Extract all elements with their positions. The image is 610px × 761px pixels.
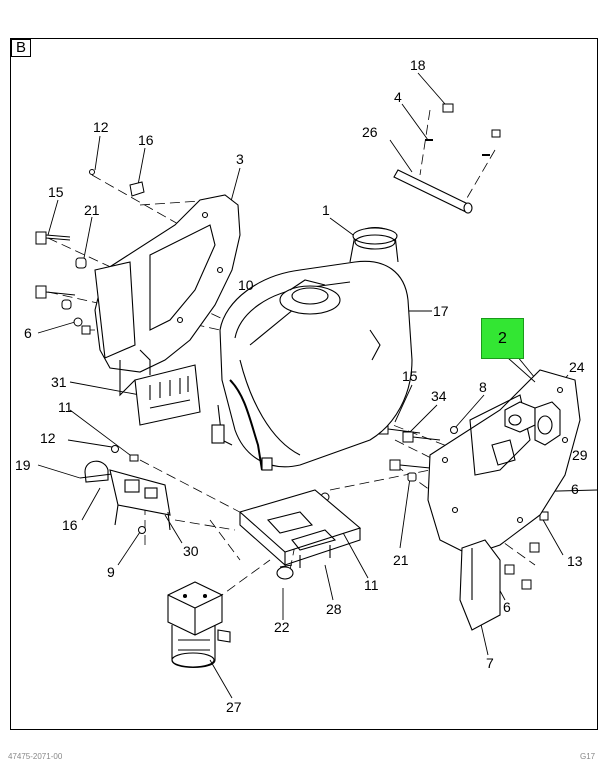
callout-28: 28 [326, 601, 342, 617]
callout-16: 16 [62, 517, 78, 533]
fuel-pump [167, 564, 294, 669]
callout-1: 1 [322, 202, 330, 218]
callout-6: 6 [24, 325, 32, 341]
fuel-tank [211, 226, 413, 471]
callout-24: 24 [569, 359, 585, 375]
pump-bracket [79, 460, 171, 531]
callout-2-leader [507, 357, 536, 383]
callout-30: 30 [183, 543, 199, 559]
highlighted-callout-2[interactable]: 2 [481, 318, 524, 359]
footer-right-code: G17 [580, 752, 596, 761]
left-bracket [94, 261, 201, 426]
section-label: B [11, 39, 31, 57]
relay-component [504, 401, 561, 446]
callout-21: 21 [393, 552, 409, 568]
callout-29: 29 [572, 447, 588, 463]
callout-3: 3 [236, 151, 244, 167]
callout-15: 15 [48, 184, 64, 200]
callout-9: 9 [107, 564, 115, 580]
callout-11: 11 [58, 399, 73, 415]
callout-4: 4 [394, 89, 402, 105]
footer-left-code: 47475-2071-00 [8, 752, 63, 761]
callout-26: 26 [362, 124, 378, 140]
callout-7: 7 [486, 655, 494, 671]
callout-6: 6 [571, 481, 579, 497]
callout-labels: 12 16 3 15 21 1 26 4 18 17 10 6 31 11 12… [15, 57, 588, 715]
callout-11: 11 [364, 577, 379, 593]
mud-flap [459, 539, 501, 631]
callout-19: 19 [15, 457, 31, 473]
callout-10: 10 [238, 277, 254, 293]
callout-13: 13 [567, 553, 583, 569]
callout-6: 6 [503, 599, 511, 615]
fasteners [35, 103, 549, 590]
callout-15: 15 [402, 368, 418, 384]
callout-16: 16 [138, 132, 154, 148]
callout-18: 18 [410, 57, 426, 73]
drawing-frame [10, 38, 598, 730]
callout-8: 8 [479, 379, 487, 395]
callout-21: 21 [84, 202, 100, 218]
callout-34: 34 [431, 388, 447, 404]
callout-27: 27 [226, 699, 242, 715]
tank-strap [393, 169, 473, 214]
callout-22: 22 [274, 619, 290, 635]
callout-12: 12 [93, 119, 109, 135]
callout-31: 31 [51, 374, 67, 390]
right-mounting-plate [427, 369, 581, 556]
callout-17: 17 [433, 303, 449, 319]
battery-tray [238, 489, 362, 568]
callout-12: 12 [40, 430, 56, 446]
